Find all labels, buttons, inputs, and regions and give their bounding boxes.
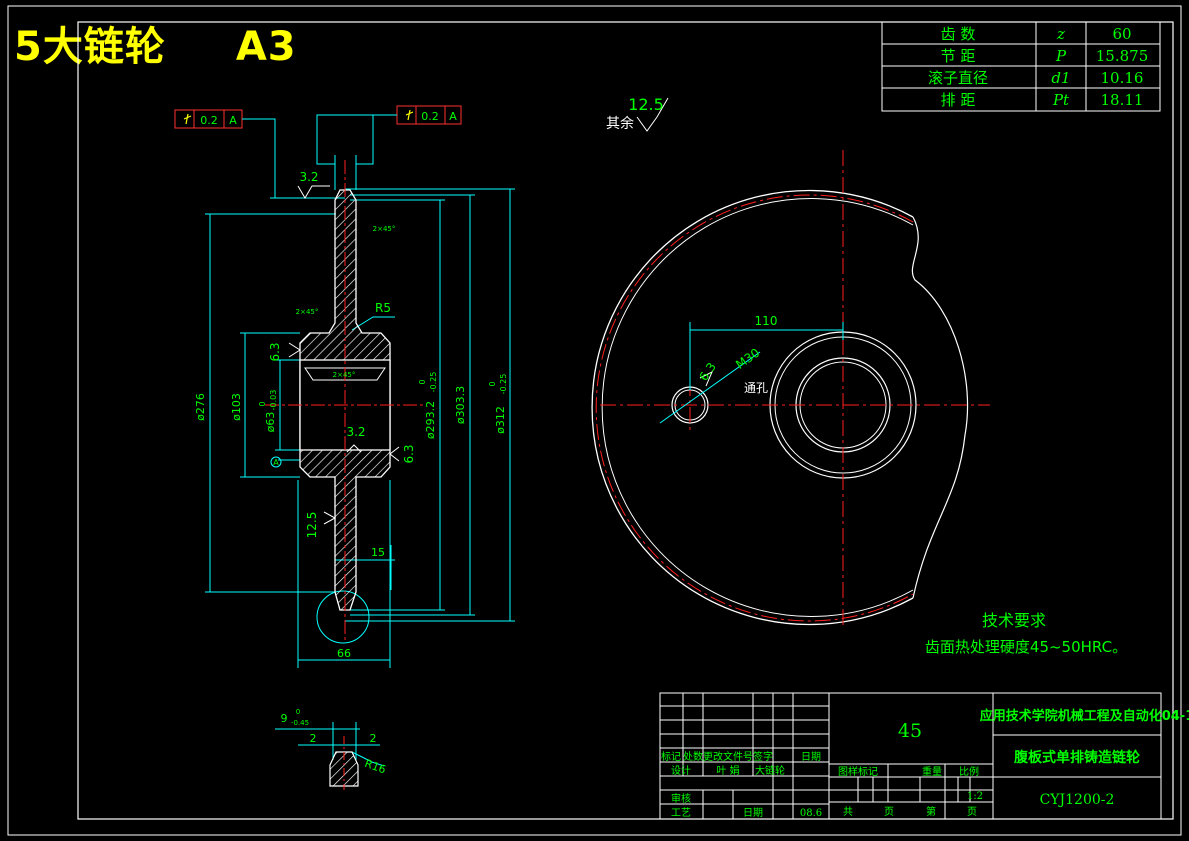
tech-requirements-text: 齿面热处理硬度45~50HRC。 [925, 638, 1127, 656]
section-view: 0.2 A 0.2 A [174, 105, 515, 668]
front-view: 12.5 其余 110 6.3 M30 通孔 [591, 95, 990, 626]
detail-dim: 2 [310, 732, 317, 745]
roughness-value: 3.2 [299, 170, 318, 184]
hole-note: 通孔 [744, 381, 768, 395]
pitch-circle [595, 194, 914, 622]
default-roughness-label: 其余 [606, 115, 634, 132]
param-value-row-pitch: 18.11 [1101, 91, 1144, 109]
datum-label: A [273, 458, 279, 467]
tolerance-value: 0.2 [200, 114, 218, 127]
sprocket-outer-circle [591, 189, 914, 626]
dim-tolerance: 0 [418, 379, 427, 384]
chamfer-label: 2×45° [333, 371, 356, 379]
thread-size: M30 [733, 346, 762, 372]
dim-text: ø276 [194, 393, 207, 421]
param-name-teeth: 齿 数 [941, 25, 976, 43]
sheet-size: A3 [235, 24, 297, 70]
param-symbol-pitch: P [1055, 47, 1067, 65]
dim-text: 15 [371, 546, 385, 559]
process-label: 工艺 [671, 807, 691, 819]
dim-tolerance: -0.25 [499, 374, 508, 395]
param-symbol-roller: d1 [1051, 69, 1070, 87]
dim-tolerance: 0 [258, 401, 267, 406]
param-name-pitch: 节 距 [941, 47, 976, 65]
date-label: 日期 [743, 807, 763, 819]
param-symbol-row-pitch: Pt [1052, 91, 1070, 109]
detail-dim-tolerance: -0.45 [291, 719, 309, 727]
dim-text: ø312 [494, 406, 507, 434]
detail-dim-tolerance: 0 [296, 708, 300, 716]
drawing-title: 5大链轮 A3 [14, 14, 297, 72]
dim-text: 66 [337, 647, 351, 660]
part-name: 腹板式单排铸造链轮 [1014, 749, 1140, 766]
dim-tolerance: -0.03 [269, 390, 278, 411]
runout-icon [405, 109, 414, 121]
tolerance-datum: A [449, 110, 457, 123]
review-label: 审核 [671, 792, 691, 805]
param-value-teeth: 60 [1112, 25, 1131, 43]
roughness-symbol [636, 97, 669, 132]
param-name-row-pitch: 排 距 [941, 91, 976, 109]
designer-name: 叶 娟 [716, 764, 739, 777]
dim-text: ø293.2 [424, 401, 437, 439]
material: 45 [898, 720, 922, 742]
fillet-label: R5 [375, 301, 391, 315]
outer-frame [7, 5, 1182, 836]
institution: 应用技术学院机械工程及自动化04-1 [980, 708, 1189, 724]
designer-part: 大链轮 [755, 764, 785, 777]
dim-tolerance: 0 [488, 381, 497, 386]
chamfer-label: 2×45° [296, 308, 319, 316]
dim-text: ø303.3 [454, 386, 467, 424]
param-value-roller: 10.16 [1101, 69, 1144, 87]
param-name-roller: 滚子直径 [928, 69, 988, 87]
sheet-label: 页 [967, 806, 977, 818]
roughness-value: 6.3 [268, 342, 282, 361]
detail-dim: 2 [370, 732, 377, 745]
break-line [911, 216, 969, 599]
change-header: 标记 [661, 751, 681, 763]
tolerance-datum: A [229, 114, 237, 127]
chamfer-label: 2×45° [373, 225, 396, 233]
detail-dim: 9 [281, 712, 288, 725]
detail-view: 9 0 -0.45 2 2 R16 [275, 708, 388, 790]
roughness-symbol [699, 370, 713, 387]
parameter-table [881, 21, 1161, 112]
sheet-label: 页 [884, 806, 894, 818]
inner-frame [77, 21, 1174, 820]
stage-header: 比例 [959, 765, 979, 778]
hole-roughness: 6.3 [697, 360, 719, 384]
drawing-number: CYJ1200-2 [1040, 792, 1115, 808]
change-header: 处数 [683, 750, 703, 763]
detail-radius: R16 [363, 757, 388, 777]
dim-text: ø103 [230, 393, 243, 421]
change-header: 更改文件号 [703, 750, 753, 763]
change-header: 签字 [753, 750, 773, 763]
designer-label: 设计 [671, 764, 691, 777]
part-title: 5大链轮 [14, 24, 166, 70]
tech-requirements-title: 技术要求 [982, 611, 1046, 630]
sprocket-root-circle [601, 198, 914, 617]
change-header: 日期 [801, 751, 821, 763]
dim-text: ø63 [264, 412, 277, 433]
title-block [659, 692, 1162, 820]
scale: 1:2 [967, 791, 983, 802]
sheet-label: 共 [843, 806, 853, 818]
param-value-pitch: 15.875 [1096, 47, 1149, 65]
default-roughness-value: 12.5 [628, 95, 664, 114]
runout-icon [183, 113, 192, 125]
sheet-label: 第 [926, 805, 936, 818]
param-symbol-teeth: z [1056, 25, 1065, 43]
date-value: 08.6 [800, 808, 822, 819]
dim-tolerance: -0.25 [429, 372, 438, 393]
roughness-value: 12.5 [305, 512, 319, 539]
stage-header: 图样标记 [838, 765, 878, 778]
stage-header: 重量 [922, 765, 942, 778]
tolerance-value: 0.2 [421, 110, 439, 123]
center-distance-dim: 110 [755, 314, 778, 328]
roughness-value: 3.2 [346, 425, 365, 439]
roughness-value: 6.3 [402, 444, 416, 463]
